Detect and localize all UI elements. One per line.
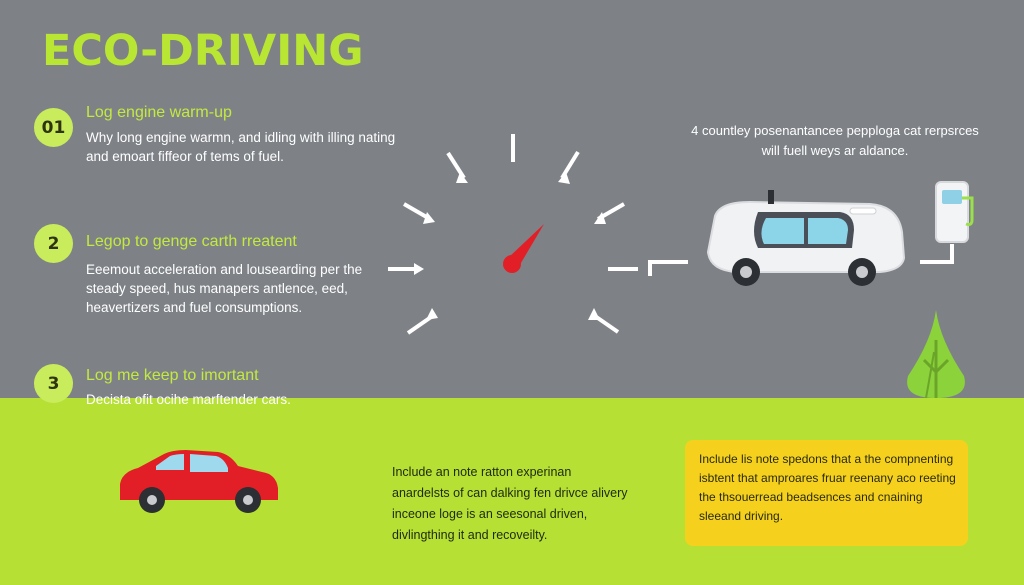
speedometer-icon <box>388 134 638 335</box>
step-title: Log engine warm-up <box>86 104 232 121</box>
step-number-badge: 01 <box>34 108 73 147</box>
step-title: Log me keep to imortant <box>86 367 259 384</box>
info-note-bottom: Include an note ratton experinan anardel… <box>392 465 628 542</box>
top-panel <box>0 0 1024 398</box>
step-description: Decista ofit ocihe marftender cars. <box>86 392 291 407</box>
page-title: ECO-DRIVING <box>42 26 364 76</box>
gauge-arrow <box>588 308 600 320</box>
fuel-pump-icon <box>920 181 974 264</box>
car-icon <box>706 190 906 286</box>
gauge-arrow <box>456 172 468 183</box>
gauge-arrow <box>558 172 570 184</box>
car-icon <box>120 450 278 513</box>
info-note-right: 4 countley posenantancee pepploga cat re… <box>691 123 979 158</box>
step-description: Eeemout acceleration and lousearding per… <box>86 262 363 315</box>
gauge-tick <box>446 151 466 180</box>
highlight-note: Include lis note spedons that a the comp… <box>685 440 968 546</box>
step-description: Why long engine warmn, and idling with i… <box>86 130 396 164</box>
step-title: Legop to genge carth rreatent <box>86 233 297 250</box>
gauge-arrow <box>423 212 435 224</box>
gauge-arrow <box>414 263 424 275</box>
car-scene <box>648 181 974 399</box>
step-number-badge: 2 <box>34 224 73 263</box>
step-number-badge: 3 <box>34 364 73 403</box>
gauge-arrow <box>426 308 438 320</box>
tree-icon <box>907 310 965 399</box>
gauge-hub <box>503 255 521 273</box>
connector-line <box>648 260 688 276</box>
gauge-arrow <box>594 212 606 224</box>
highlight-note-text: Include lis note spedons that a the comp… <box>699 452 956 523</box>
